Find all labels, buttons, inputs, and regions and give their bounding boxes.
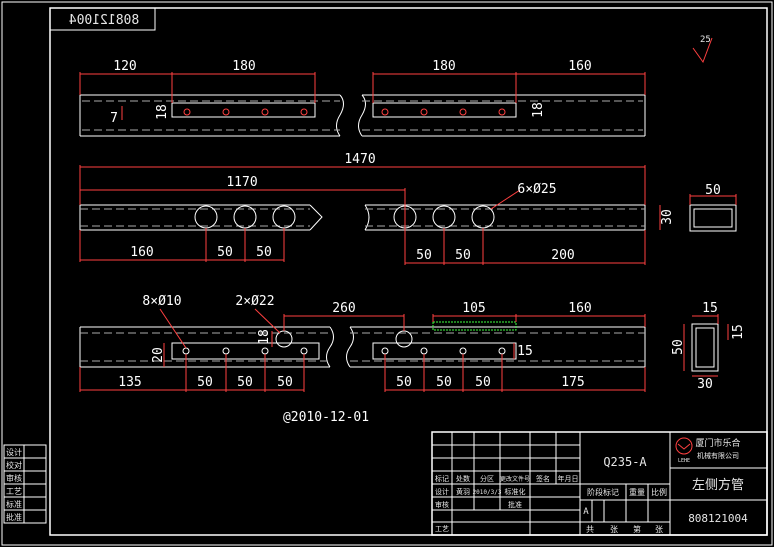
v2-dim-200: 200 — [551, 248, 574, 263]
drawing-number-box — [49, 7, 156, 31]
tb-label-no: 第 — [633, 524, 641, 534]
company-line-1: 厦门市乐合 — [695, 437, 740, 449]
v1-dim-180a: 180 — [232, 59, 255, 74]
tb-label-sheets-b: 张 — [655, 525, 663, 534]
v2-dim-160: 160 — [130, 245, 153, 260]
v1-dim-18b: 18 — [531, 102, 546, 118]
date-stamp: @2010-12-01 — [283, 410, 369, 425]
v3-dim-260: 260 — [332, 301, 355, 316]
v3-dim-18: 18 — [257, 329, 272, 345]
tb-label-zone: 分区 — [480, 474, 494, 483]
v2-dim-50b: 50 — [256, 245, 272, 260]
tb-label-approve: 批准 — [508, 500, 522, 509]
view-3 — [79, 308, 646, 392]
title-block — [431, 431, 768, 536]
v3-dim-50f: 50 — [475, 375, 491, 390]
tb-label-stage: 阶段标记 — [587, 487, 619, 497]
v3-dim-160: 160 — [568, 301, 591, 316]
drawing-frame — [49, 7, 768, 536]
v3-dim-105: 105 — [462, 301, 485, 316]
tb-label-sign: 签名 — [536, 474, 550, 483]
logo-text: LEHE — [678, 458, 690, 464]
tb-label-mark: 标记 — [435, 474, 449, 483]
v1-dim-160: 160 — [568, 59, 591, 74]
tb-label-sheets-a: 张 — [610, 525, 618, 534]
v2-dim-50a: 50 — [217, 245, 233, 260]
v2-holes-note: 6×Ø25 — [517, 182, 556, 197]
left-strip — [3, 444, 47, 524]
tb-label-standard: 标准化 — [505, 487, 526, 496]
strip-label-3: 审核 — [6, 473, 22, 483]
v1-dim-120: 120 — [113, 59, 136, 74]
tb-label-weight: 重量 — [629, 487, 645, 497]
v2-dim-1170: 1170 — [226, 175, 257, 190]
tb-label-design: 设计 — [435, 487, 449, 496]
section1-width: 50 — [705, 183, 721, 198]
surface-finish-icon — [692, 37, 713, 64]
drawing-number: 808121004 — [69, 13, 140, 28]
part-name: 左侧方管 — [692, 477, 744, 493]
tb-stage-mark: A — [583, 507, 589, 517]
strip-label-1: 设计 — [6, 447, 22, 457]
strip-label-5: 标准 — [6, 499, 22, 509]
v2-dim-30: 30 — [660, 209, 675, 225]
v1-dim-7: 7 — [110, 111, 118, 126]
section2-dim-30: 30 — [697, 377, 713, 392]
part-code: 808121004 — [688, 512, 748, 525]
strip-label-2: 校对 — [6, 460, 22, 470]
section-2 — [683, 314, 729, 377]
tb-label-scale: 比例 — [651, 487, 667, 497]
section-1 — [689, 194, 737, 232]
section2-dim-15b: 15 — [731, 324, 746, 340]
logo-icon — [675, 437, 693, 455]
v3-dim-50d: 50 — [396, 375, 412, 390]
section2-dim-15a: 15 — [702, 301, 718, 316]
material: Q235-A — [603, 455, 647, 469]
strip-label-6: 批准 — [6, 512, 22, 522]
surface-finish-value: 25 — [700, 35, 711, 45]
v3-dim-175: 175 — [561, 375, 584, 390]
v3-dim-50c: 50 — [277, 375, 293, 390]
v3-dim-50a: 50 — [197, 375, 213, 390]
tb-design-date: 2010/3/3 — [473, 489, 502, 496]
v3-dim-15: 15 — [517, 344, 533, 359]
v3-dim-50b: 50 — [237, 375, 253, 390]
tb-label-count: 处数 — [456, 474, 470, 483]
section2-dim-50: 50 — [671, 339, 686, 355]
tb-label-date: 年月日 — [558, 474, 579, 483]
strip-label-4: 工艺 — [6, 487, 22, 496]
v1-dim-18a: 18 — [155, 104, 170, 120]
v2-dim-1470: 1470 — [344, 152, 375, 167]
v2-dim-50d: 50 — [455, 248, 471, 263]
tb-label-total: 共 — [586, 525, 594, 534]
v3-dim-135: 135 — [118, 375, 141, 390]
v3-dim-20: 20 — [151, 347, 166, 363]
company-line-2: 机械有限公司 — [697, 451, 739, 460]
tb-label-process: 工艺 — [435, 525, 449, 533]
v3-dim-50e: 50 — [436, 375, 452, 390]
tb-label-change-doc: 更改文件号 — [500, 475, 530, 483]
tb-designer: 黄羽 — [456, 487, 470, 496]
view-1 — [79, 72, 646, 137]
v1-dim-180b: 180 — [432, 59, 455, 74]
v3-small-holes-note: 8×Ø10 — [142, 294, 181, 309]
v2-dim-50c: 50 — [416, 248, 432, 263]
tb-label-review: 审核 — [435, 500, 449, 509]
v3-large-holes-note: 2×Ø22 — [235, 294, 274, 309]
view-2 — [79, 165, 661, 265]
